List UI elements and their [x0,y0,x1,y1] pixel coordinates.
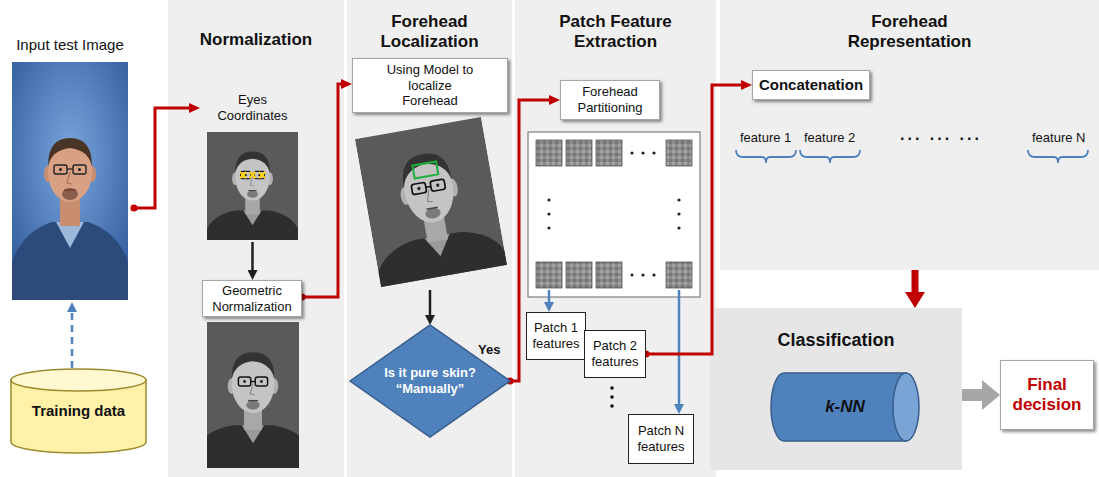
classifier-cylinder: k-NN [770,372,920,442]
normalized-photo [197,322,309,468]
feature-label: feature N [1032,130,1085,145]
feature-label: feature 2 [804,130,855,145]
classifier-text: k-NN [825,397,865,417]
output-text: Final decision [1005,375,1089,416]
image-step: Eyes Coordinates [200,92,305,242]
image-caption: Input test Image [6,36,134,54]
ellipsis-label: ... ... ... [900,126,982,144]
feature-box: Patch N features [628,414,694,464]
image-step: Using Model to localize Forehead [352,58,508,290]
box-text: Forehead Partitioning [564,84,656,115]
box-text: Patch N features [632,423,690,454]
feature-label: feature 1 [740,130,791,145]
database-cylinder: Training data [10,368,147,454]
stage-panel: Forehead LocalizationUsing Model to loca… [347,0,512,477]
input-photo [12,62,128,300]
panel-heading: Forehead Localization [347,12,512,53]
process-box: Concatenation [752,70,870,100]
box-text: Patch 1 features [530,320,582,351]
eyes-photo [207,127,298,245]
feature-brace [736,150,1088,163]
feature-label: feature N [1032,130,1085,145]
patch-grid [528,132,700,297]
image-step: Geometric Normalization [202,280,302,470]
feature-box: Patch 2 features [584,330,646,378]
decision-arrow [962,389,982,401]
process-box: Forehead Partitioning [560,80,660,120]
flow-arrow [251,242,254,270]
training-arrow [71,312,74,368]
branch-label: Yes [478,342,500,357]
stage-panel: Patch Feature ExtractionForehead Partiti… [515,0,716,477]
decision-diamond: Is it pure skin? “Manually” [350,325,510,437]
feature-label: feature 1 [740,130,791,145]
panel-heading: Normalization [168,30,344,50]
panel-grounds [168,0,1099,477]
box-text: Patch 2 features [588,338,642,369]
flow-arrow [302,84,341,297]
panel-heading: Classification [710,330,962,352]
feature-label: feature 2 [804,130,855,145]
classifier-panel: Classification k-NN [710,308,962,470]
decision-text: Is it pure skin? “Manually” [376,365,484,396]
flow-arrow [912,270,919,292]
branch-label: Yes [478,342,500,357]
database-label: Training data [10,402,147,420]
panel-heading: Forehead Representation [830,12,990,53]
flow-arrow [429,290,432,315]
flow-arrow [134,108,189,208]
feature-box: Patch 1 features [526,312,586,360]
input-image: Input test Image [6,36,134,302]
stage-panel: NormalizationEyes CoordinatesGeometric N… [168,0,344,477]
step-label: Eyes Coordinates [211,92,295,123]
ellipsis-label: ... ... ... [900,126,982,144]
flow-arrow [646,85,741,354]
ellipsis-dots [610,386,614,408]
output-box: Final decision [1000,360,1094,430]
step-label: Using Model to localize Forehead [352,58,508,113]
localized-photo [354,109,509,295]
box-text: Concatenation [759,76,863,94]
panel-heading: Patch Feature Extraction [545,12,686,53]
step-label: Geometric Normalization [202,280,302,317]
